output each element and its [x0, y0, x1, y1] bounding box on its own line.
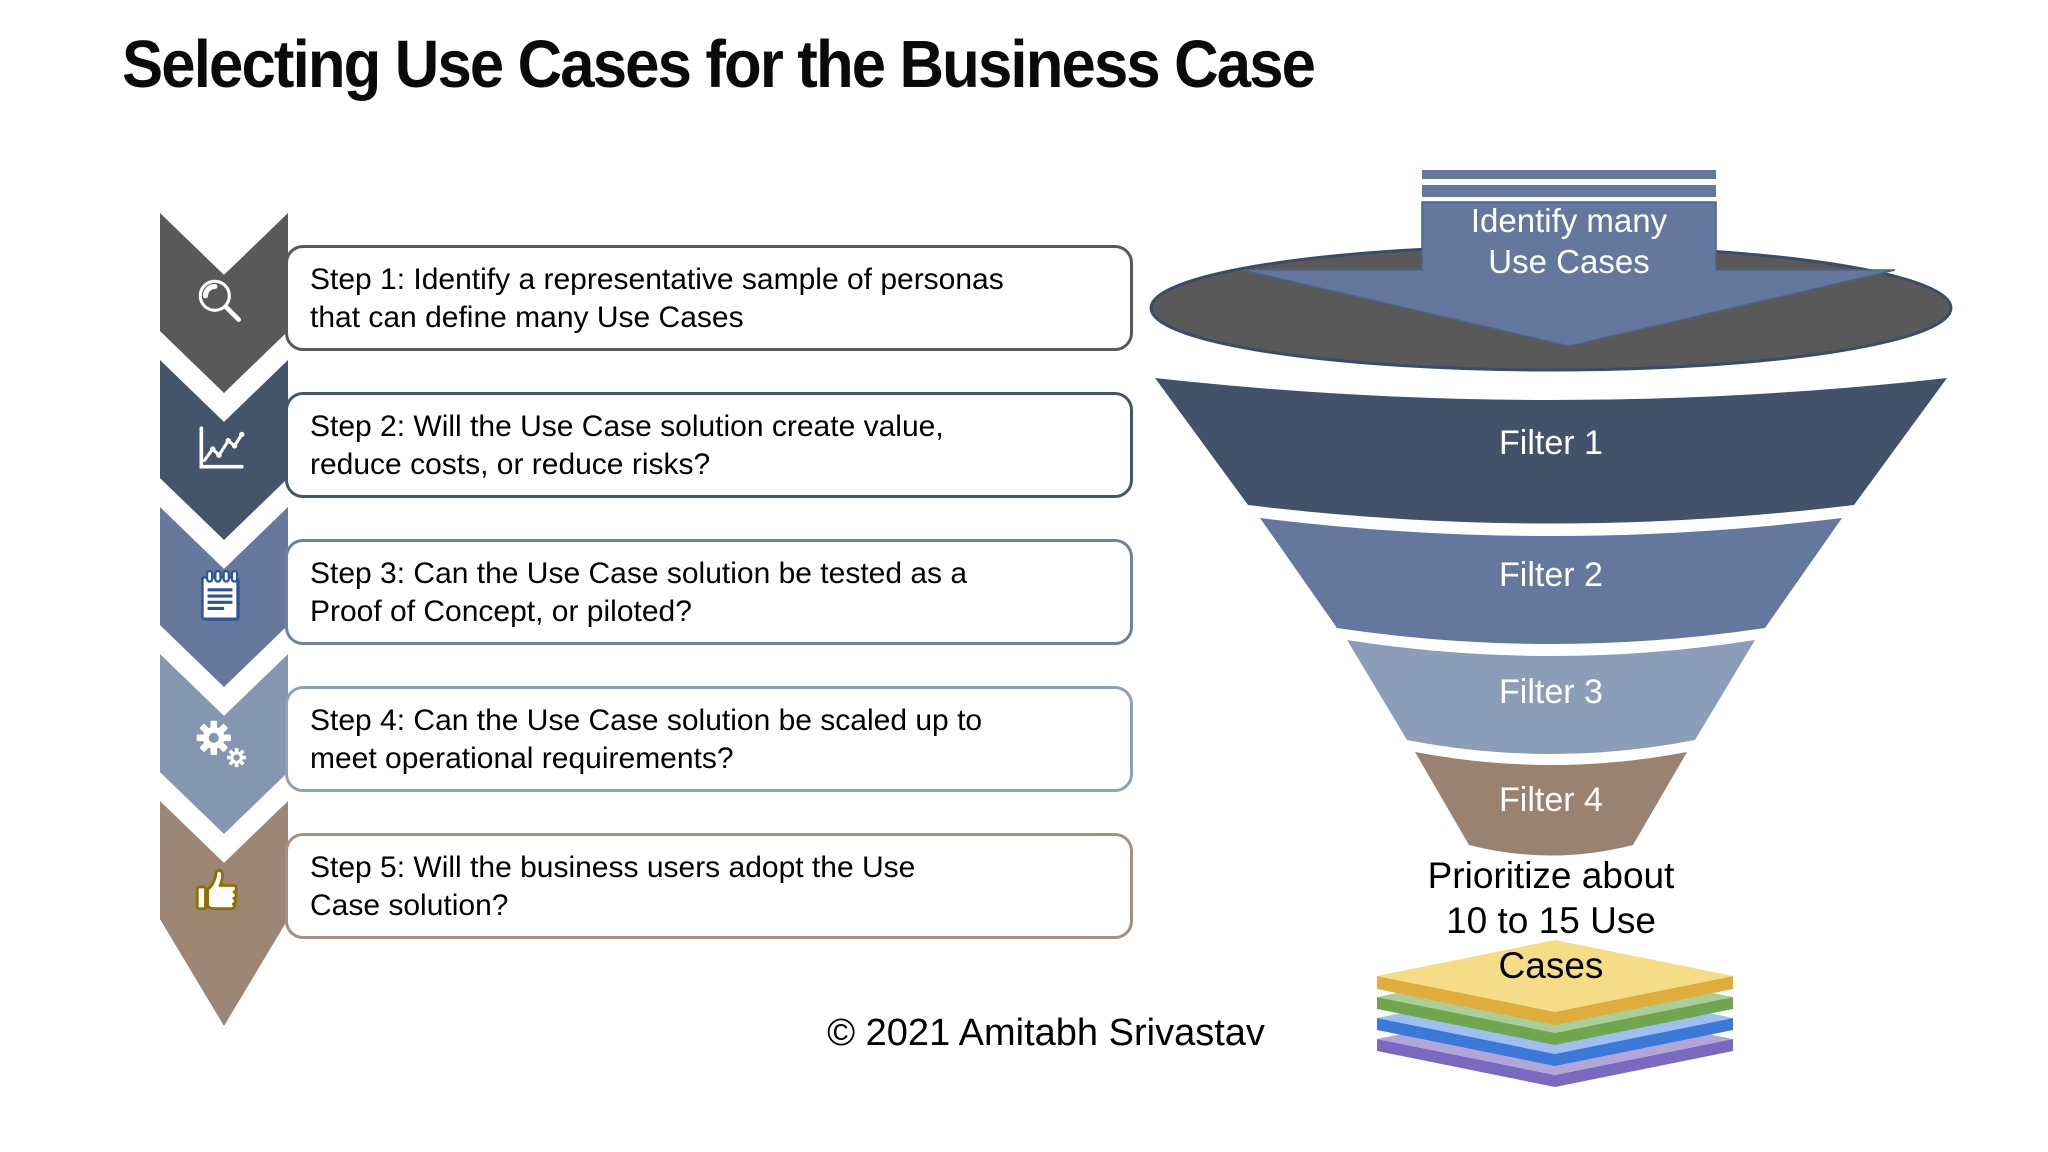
filter-4-label: Filter 4 — [1499, 781, 1603, 819]
step-box-2: Step 2: Will the Use Case solution creat… — [285, 392, 1133, 498]
filter-3-band — [1347, 640, 1755, 754]
notepad-icon — [201, 570, 240, 621]
funnel-input-arrow — [1242, 170, 1896, 347]
filter-1-label: Filter 1 — [1499, 424, 1603, 462]
step-2-text-line2: reduce costs, or reduce risks? — [310, 448, 711, 481]
step-box-4: Step 4: Can the Use Case solution be sca… — [285, 686, 1133, 792]
step-4-text-line1: Step 4: Can the Use Case solution be sca… — [310, 704, 983, 737]
step-3-text-line2: Proof of Concept, or piloted? — [310, 595, 692, 628]
funnel-output-label: Prioritize about 10 to 15 Use Cases — [1427, 855, 1675, 986]
filter-2-label: Filter 2 — [1499, 556, 1603, 594]
step-2-text-line1: Step 2: Will the Use Case solution creat… — [310, 410, 944, 443]
gears-icon — [196, 720, 247, 768]
filter-4-band — [1415, 752, 1687, 856]
funnel-graphic — [1149, 170, 1953, 1087]
page-title: Selecting Use Cases for the Business Cas… — [122, 27, 1316, 102]
step-5-text-line2: Case solution? — [310, 889, 509, 922]
filter-2-band — [1260, 518, 1842, 644]
step-box-1: Step 1: Identify a representative sample… — [285, 245, 1133, 351]
funnel-input-label: Identify many Use Cases — [1470, 202, 1668, 280]
step-1-text-line1: Step 1: Identify a representative sample… — [310, 263, 1004, 296]
line-chart-icon — [199, 426, 245, 469]
step-box-5: Step 5: Will the business users adopt th… — [285, 833, 1133, 939]
step-3-text-line1: Step 3: Can the Use Case solution be tes… — [310, 557, 968, 590]
step-5-text-line1: Step 5: Will the business users adopt th… — [310, 851, 916, 884]
step-box-3: Step 3: Can the Use Case solution be tes… — [285, 539, 1133, 645]
step-4-text-line2: meet operational requirements? — [310, 742, 734, 775]
filter-3-label: Filter 3 — [1499, 673, 1603, 711]
thumbs-up-icon — [195, 868, 238, 911]
filter-1-band — [1155, 378, 1947, 524]
magnifier-search-icon — [198, 279, 241, 322]
use-case-layer-yellow — [1377, 940, 1733, 1025]
step-1-text-line2: that can define many Use Cases — [310, 301, 744, 334]
copyright-text: © 2021 Amitabh Srivastav — [827, 1012, 1265, 1054]
